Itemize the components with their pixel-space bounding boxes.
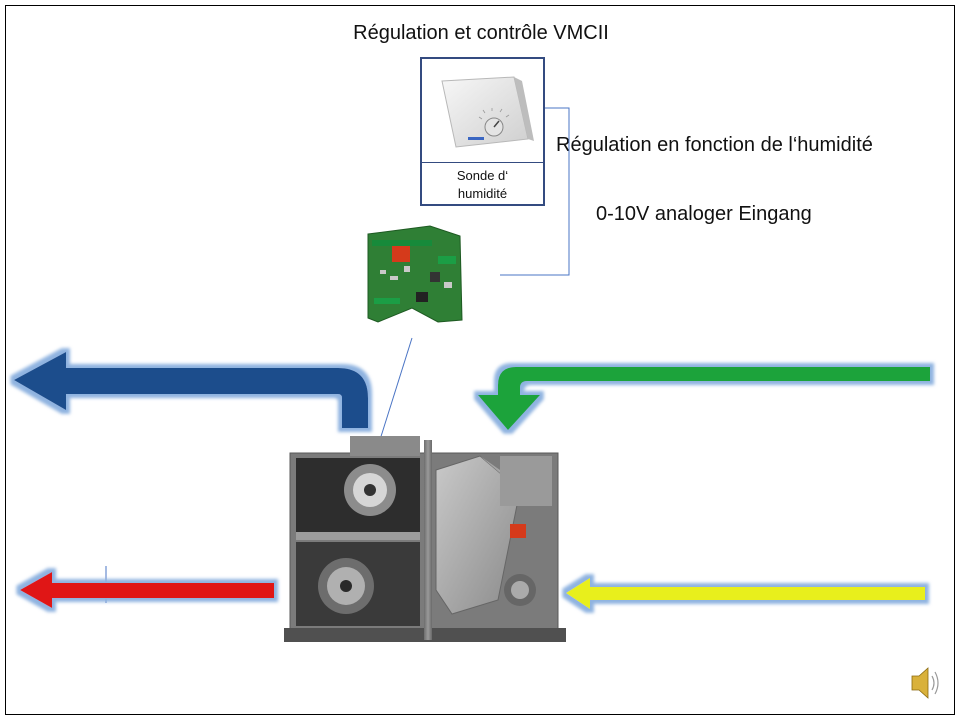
slide-title: Régulation et contrôle VMCII (353, 22, 609, 44)
sensor-separator (422, 162, 543, 163)
green-arrow (478, 367, 930, 430)
humidity-regulation-label: Régulation en fonction de l‘humidité (556, 134, 873, 156)
speaker-icon[interactable] (911, 667, 939, 699)
control-board (367, 225, 463, 323)
sensor-caption-line2: humidité (457, 186, 508, 201)
humidity-sensor-image (441, 76, 534, 148)
analog-input-label: 0-10V analoger Eingang (596, 203, 812, 225)
slide-frame (5, 5, 955, 715)
sensor-caption: Sonde d‘ humidité (422, 167, 543, 203)
humidity-sensor-box: Sonde d‘ humidité (420, 57, 545, 206)
blue-arrow (14, 352, 368, 428)
ventilation-unit (284, 436, 566, 642)
yellow-arrow (566, 578, 925, 609)
sensor-caption-line1: Sonde d‘ (456, 168, 509, 183)
red-arrow (20, 572, 274, 608)
